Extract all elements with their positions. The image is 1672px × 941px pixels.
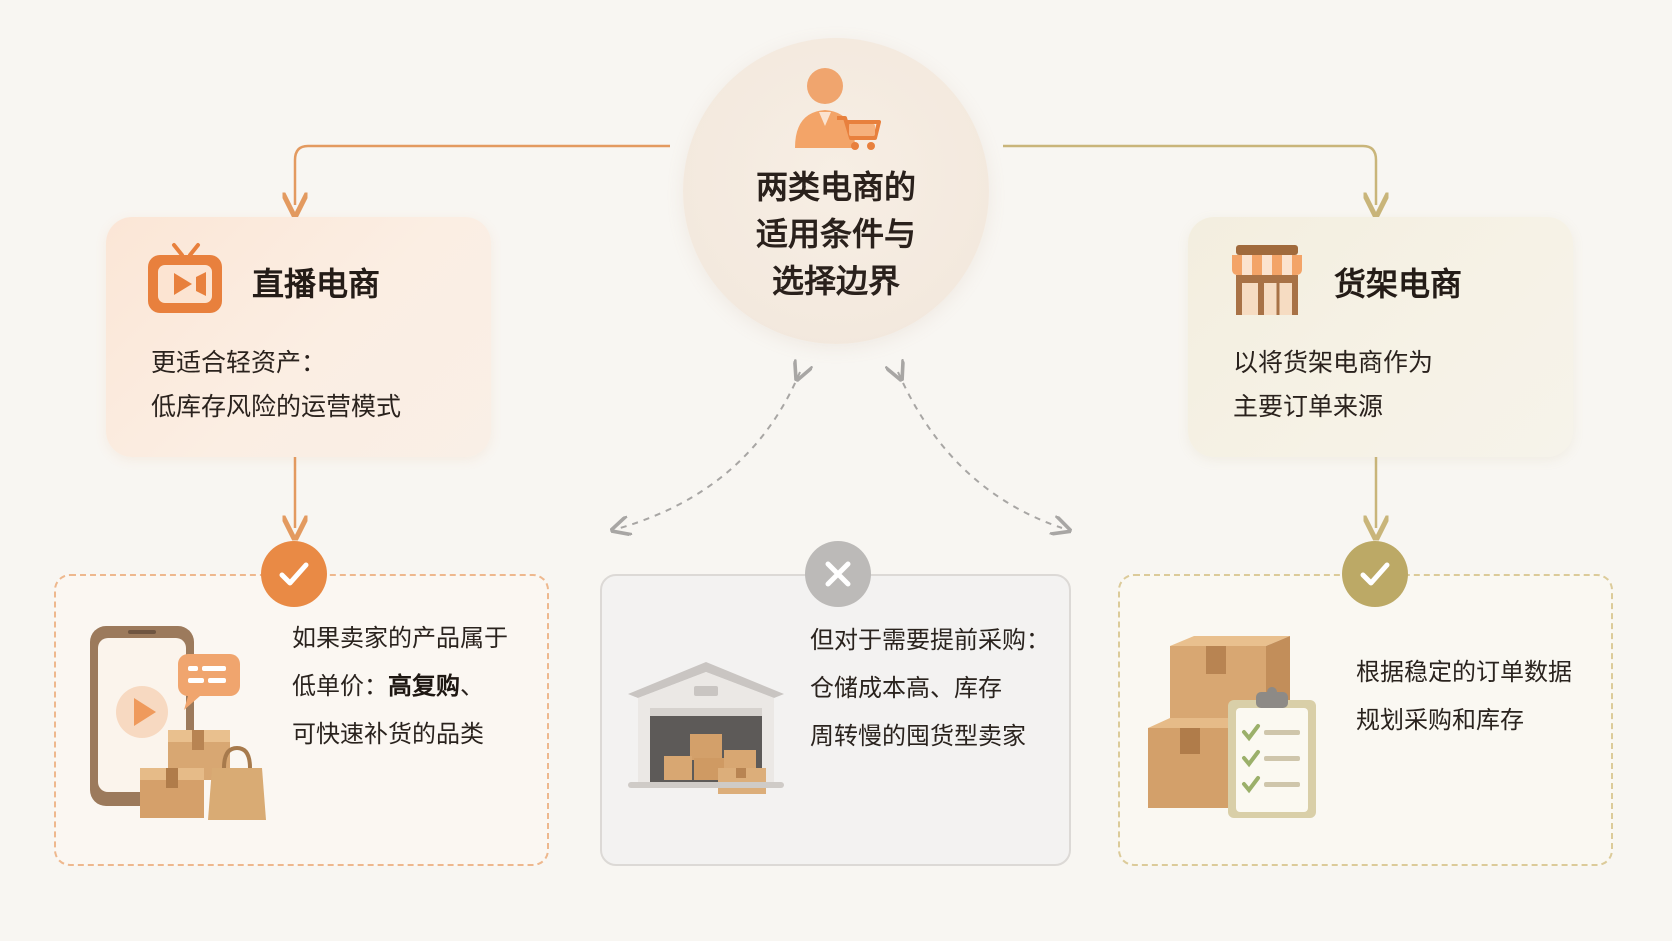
center-title: 两类电商的 适用条件与 选择边界	[683, 164, 989, 305]
text-segment: 、	[460, 672, 484, 700]
text-segment: 低单价：	[292, 672, 388, 700]
connector-center-to-live	[295, 144, 670, 205]
shelf-ecommerce-description: 以将货架电商作为 主要订单来源	[1233, 341, 1433, 429]
storefront-icon	[1232, 245, 1302, 315]
description-line: 以将货架电商作为	[1233, 348, 1434, 377]
live-ecommerce-card: 直播电商 更适合轻资产： 低库存风险的运营模式	[106, 217, 491, 457]
live-ecommerce-title: 直播电商	[252, 265, 381, 303]
not-fit-condition-text: 但对于需要提前采购： 仓储成本高、库存 周转慢的囤货型卖家	[810, 616, 1050, 760]
text-line: 可快速补货的品类	[292, 720, 484, 748]
not-fit-x-badge	[805, 541, 871, 607]
check-icon	[1360, 562, 1390, 586]
live-check-badge	[261, 541, 327, 607]
center-title-line: 选择边界	[771, 262, 900, 300]
boxes-checklist-icon	[1148, 636, 1316, 818]
center-title-line: 两类电商的	[755, 168, 916, 206]
check-icon	[279, 562, 309, 586]
text-line: 规划采购和库存	[1356, 706, 1524, 734]
dashed-arrow-left	[620, 372, 800, 528]
shelf-check-badge	[1342, 541, 1408, 607]
text-line: 低单价：高复购、	[292, 662, 508, 710]
live-ecommerce-description: 更适合轻资产： 低库存风险的运营模式	[151, 341, 401, 429]
shelf-ecommerce-card: 货架电商 以将货架电商作为 主要订单来源	[1188, 217, 1573, 457]
shelf-fit-condition-text: 根据稳定的订单数据 规划采购和库存	[1356, 648, 1572, 744]
phone-with-boxes-icon	[90, 626, 266, 820]
shelf-fit-condition-box: 根据稳定的订单数据 规划采购和库存	[1118, 574, 1613, 866]
description-line: 主要订单来源	[1233, 392, 1384, 421]
text-line: 如果卖家的产品属于	[292, 624, 508, 652]
highlight-repurchase: 高复购	[388, 672, 460, 700]
x-icon	[825, 561, 851, 587]
shelf-ecommerce-title: 货架电商	[1334, 265, 1463, 303]
tv-video-icon	[148, 243, 222, 313]
center-topic-circle: 两类电商的 适用条件与 选择边界	[683, 38, 989, 344]
description-line: 低库存风险的运营模式	[151, 392, 402, 421]
dashed-arrow-right	[898, 372, 1062, 528]
description-line: 更适合轻资产：	[151, 348, 327, 377]
text-line: 根据稳定的订单数据	[1356, 658, 1572, 686]
text-line: 周转慢的囤货型卖家	[810, 722, 1026, 750]
live-fit-condition-box: 如果卖家的产品属于 低单价：高复购、 可快速补货的品类	[54, 574, 549, 866]
live-fit-condition-text: 如果卖家的产品属于 低单价：高复购、 可快速补货的品类	[292, 614, 508, 758]
warehouse-icon	[628, 662, 784, 794]
connector-center-to-shelf	[1003, 144, 1376, 205]
text-line: 但对于需要提前采购：	[810, 626, 1050, 654]
center-title-line: 适用条件与	[755, 215, 916, 253]
shopper-with-cart-icon	[795, 68, 881, 150]
not-fit-condition-box: 但对于需要提前采购： 仓储成本高、库存 周转慢的囤货型卖家	[600, 574, 1071, 866]
text-line: 仓储成本高、库存	[810, 674, 1002, 702]
